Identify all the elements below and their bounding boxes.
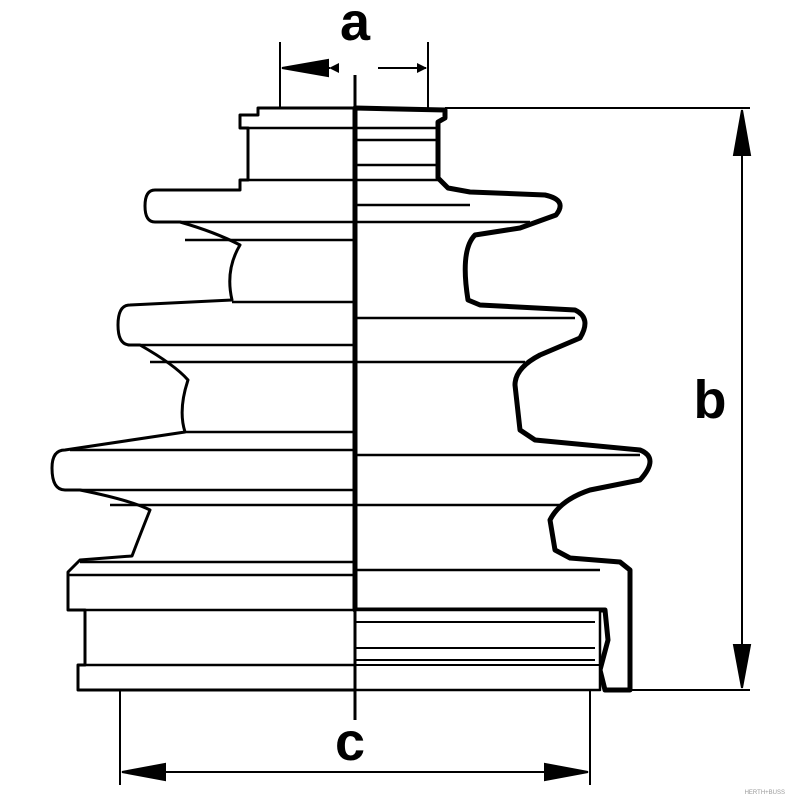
right-ring-lines bbox=[355, 126, 640, 572]
right-lower-ring-lines bbox=[355, 621, 600, 666]
left-half-outline bbox=[50, 106, 357, 692]
label-c: c bbox=[335, 712, 365, 772]
left-ring-lines bbox=[68, 126, 355, 667]
label-b: b bbox=[694, 370, 727, 430]
dimension-b bbox=[445, 107, 752, 691]
right-half-section bbox=[352, 105, 653, 693]
label-a: a bbox=[340, 0, 371, 52]
dimension-c bbox=[119, 690, 591, 785]
dimension-a bbox=[279, 42, 429, 108]
watermark-logo: HERTH+BUSS bbox=[745, 790, 785, 796]
